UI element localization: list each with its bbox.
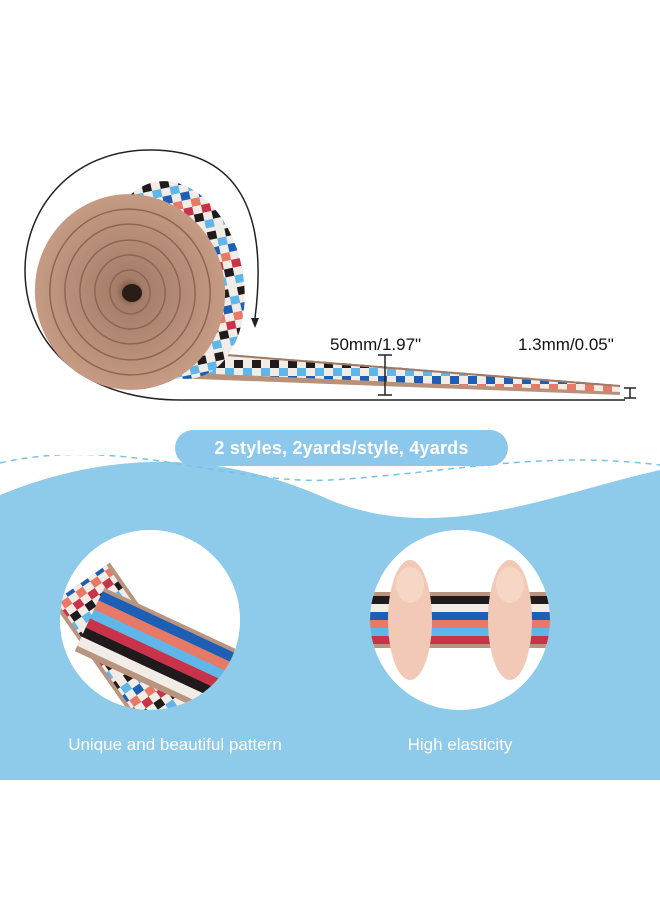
webbing-roll-illustration — [24, 149, 636, 401]
pattern-feature-image — [60, 530, 240, 710]
bottom-whitespace — [0, 780, 660, 900]
width-label: 50mm/1.97" — [330, 335, 422, 354]
elasticity-caption: High elasticity — [407, 735, 513, 754]
features-panel: Unique and beautiful pattern High elasti… — [0, 455, 660, 780]
strap-unrolled — [170, 350, 620, 395]
styles-banner: 2 styles, 2yards/style, 4yards — [175, 430, 508, 466]
roll — [34, 181, 245, 390]
pattern-caption: Unique and beautiful pattern — [68, 735, 282, 754]
thickness-dimension-marker — [624, 387, 636, 399]
product-hero: 50mm/1.97" 1.3mm/0.05" — [24, 149, 636, 401]
width-dimension-marker — [378, 354, 392, 396]
elasticity-feature-image — [370, 530, 550, 710]
thickness-label: 1.3mm/0.05" — [518, 335, 614, 354]
arrow-head-icon — [251, 318, 259, 328]
